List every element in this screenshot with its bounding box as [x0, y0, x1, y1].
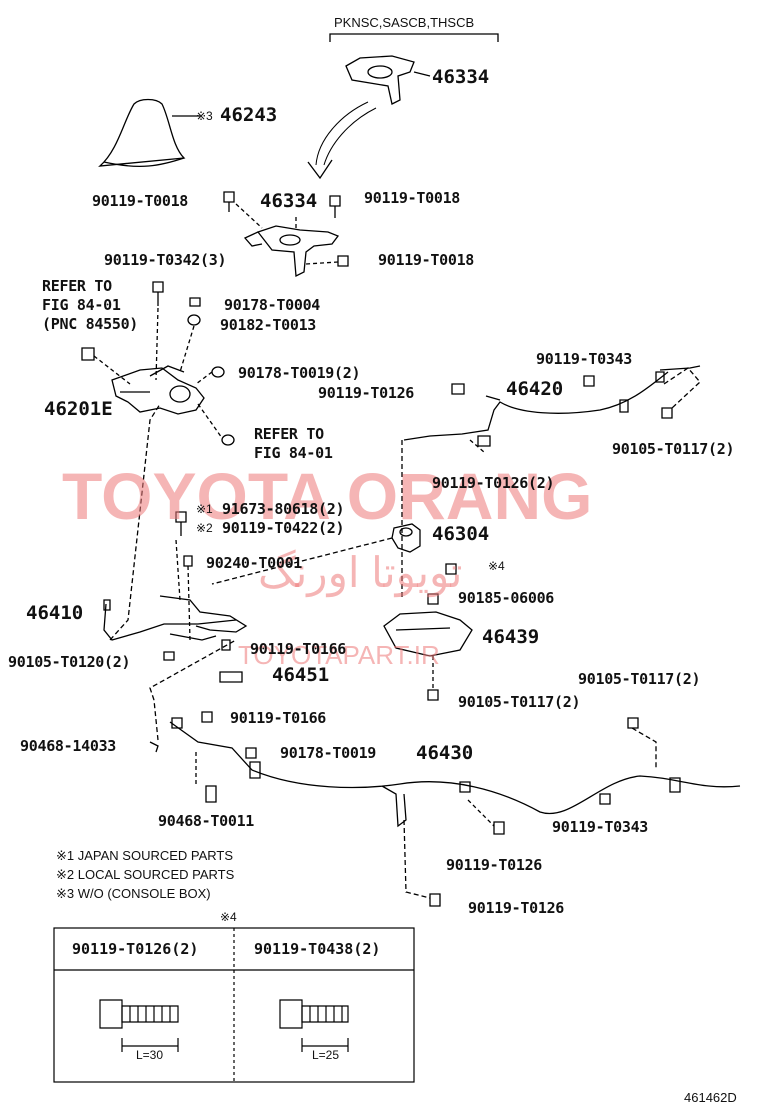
table-length-1: L=30	[136, 1048, 164, 1062]
refer-fig2-line2: FIG 84-01	[254, 444, 333, 462]
part-90182-T0013: 90182-T0013	[220, 316, 317, 334]
figure-id: 461462D	[684, 1090, 737, 1105]
variant-header: PKNSC,SASCB,THSCB	[334, 15, 475, 30]
part-46334-top: 46334	[432, 66, 490, 88]
table-length-2: L=25	[312, 1048, 340, 1062]
part-90178-T0004: 90178-T0004	[224, 296, 321, 314]
part-90119-T0166-b: 90119-T0166	[230, 709, 327, 727]
part-46439: 46439	[482, 626, 540, 648]
part-90178-T0019: 90178-T0019	[280, 744, 377, 762]
watermark-arabic: تویوتا اورنگ	[258, 549, 463, 596]
part-90105-T0117-2a: 90105-T0117(2)	[612, 440, 735, 458]
part-91673-80618: 91673-80618(2)	[222, 500, 345, 518]
part-90119-T0018-b: 90119-T0018	[364, 189, 461, 207]
watermark-url: TOYOTAPART.IR	[238, 640, 440, 670]
mark-3: ※3	[196, 109, 213, 123]
part-90119-T0342: 90119-T0342(3)	[104, 251, 227, 269]
part-90119-T0126-c: 90119-T0126	[468, 899, 565, 917]
mark-4: ※4	[488, 559, 505, 573]
part-90185-06006: 90185-06006	[458, 589, 555, 607]
part-90119-T0018-c: 90119-T0018	[378, 251, 475, 269]
mark-1: ※1	[196, 502, 213, 516]
refer-fig-line3: (PNC 84550)	[42, 315, 139, 333]
part-46334: 46334	[260, 190, 318, 212]
mark-2: ※2	[196, 521, 213, 535]
table-mark: ※4	[220, 910, 237, 924]
part-46243: 46243	[220, 104, 278, 126]
part-90119-T0126-b: 90119-T0126	[446, 856, 543, 874]
refer-fig2-line1: REFER TO	[254, 425, 324, 443]
note-japan: ※1 JAPAN SOURCED PARTS	[56, 848, 234, 863]
part-90119-T0126-2: 90119-T0126(2)	[432, 474, 555, 492]
part-90119-T0018-a: 90119-T0018	[92, 192, 189, 210]
part-90105-T0120: 90105-T0120(2)	[8, 653, 131, 671]
table-header-1: 90119-T0126(2)	[72, 940, 199, 958]
note-console: ※3 W/O (CONSOLE BOX)	[56, 886, 211, 901]
table-header-2: 90119-T0438(2)	[254, 940, 381, 958]
part-90119-T0422: 90119-T0422(2)	[222, 519, 345, 537]
note-local: ※2 LOCAL SOURCED PARTS	[56, 867, 235, 882]
part-90119-T0126-a: 90119-T0126	[318, 384, 415, 402]
part-90178-T0019-2: 90178-T0019(2)	[238, 364, 361, 382]
part-90119-T0166-a: 90119-T0166	[250, 640, 347, 658]
part-90119-T0343-b: 90119-T0343	[552, 818, 649, 836]
refer-fig-line1: REFER TO	[42, 277, 112, 295]
part-90105-T0117-2c: 90105-T0117(2)	[458, 693, 581, 711]
part-46430: 46430	[416, 742, 474, 764]
part-90468-T0011: 90468-T0011	[158, 812, 255, 830]
watermark-main: TOYOTA ORANG	[62, 459, 593, 533]
part-46201E: 46201E	[44, 398, 113, 420]
part-90105-T0117-2b: 90105-T0117(2)	[578, 670, 701, 688]
part-46451: 46451	[272, 664, 330, 686]
part-90468-14033: 90468-14033	[20, 737, 117, 755]
part-46304: 46304	[432, 523, 490, 545]
part-46410: 46410	[26, 602, 84, 624]
part-90119-T0343-a: 90119-T0343	[536, 350, 633, 368]
refer-fig-line2: FIG 84-01	[42, 296, 121, 314]
part-46420: 46420	[506, 378, 564, 400]
part-90240-T0001: 90240-T0001	[206, 554, 303, 572]
